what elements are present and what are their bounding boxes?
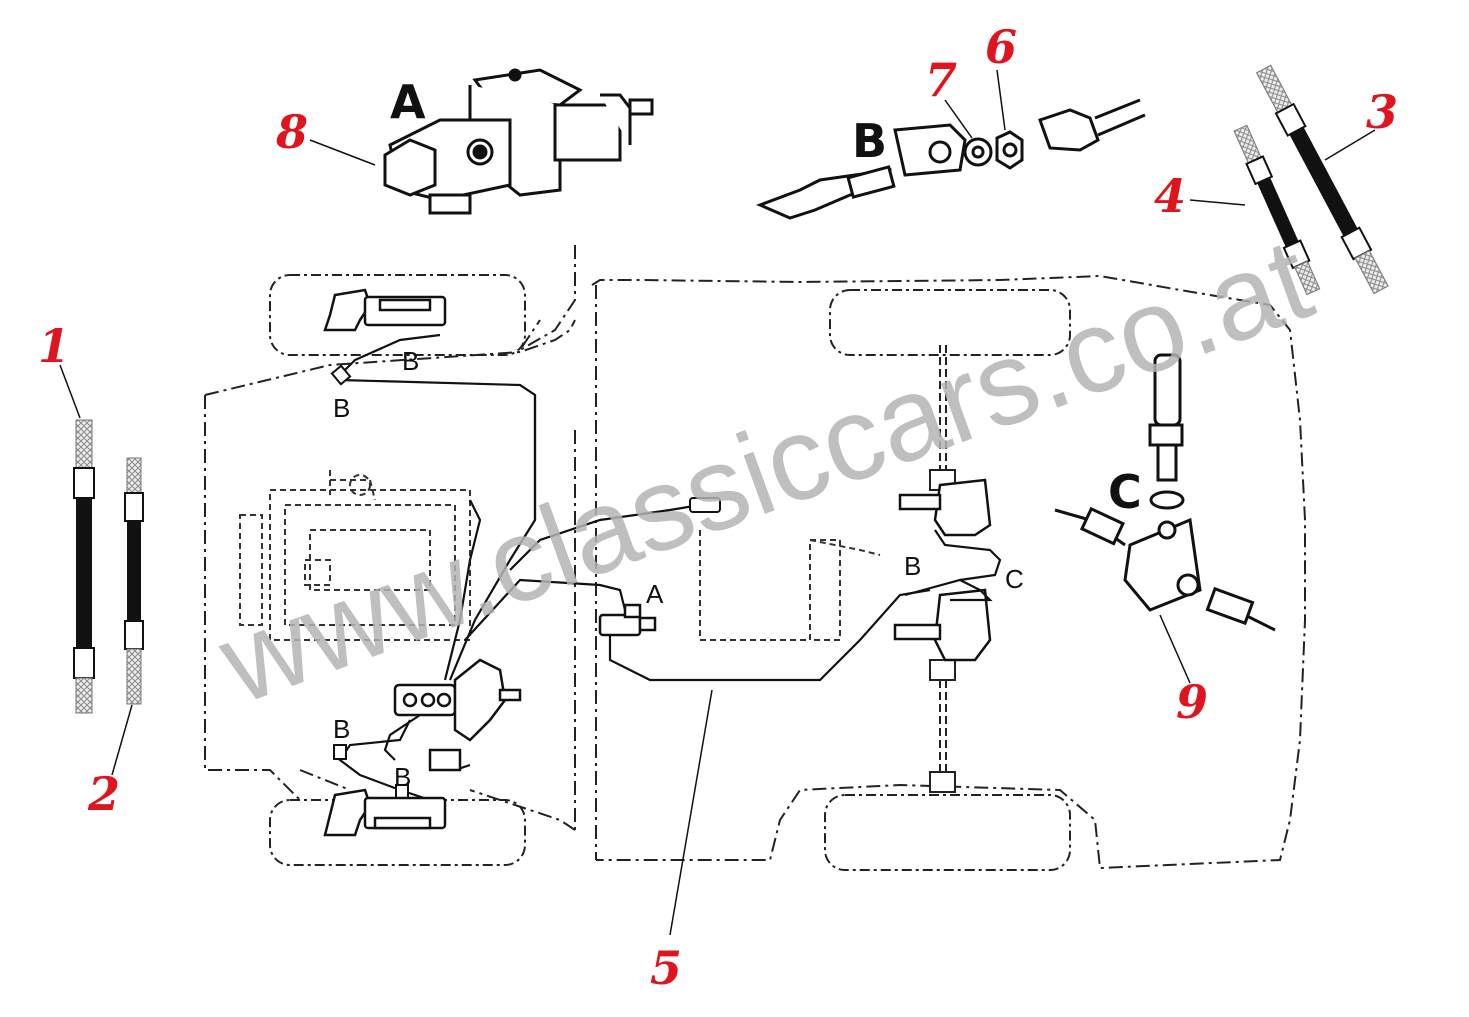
detail-tee-c bbox=[1054, 353, 1276, 632]
callout-5: 5 bbox=[650, 941, 682, 995]
detail-letter-c: C bbox=[1108, 465, 1142, 519]
callout-6: 6 bbox=[985, 20, 1017, 74]
callout-9: 9 bbox=[1176, 675, 1208, 729]
diagram-letters: B B B B B A C bbox=[333, 346, 1024, 792]
caliper-front-bottom bbox=[323, 788, 447, 837]
hose-1 bbox=[73, 419, 95, 714]
callout-7: 7 bbox=[925, 53, 957, 107]
transmission-outline bbox=[699, 530, 881, 641]
callout-2: 2 bbox=[87, 767, 120, 821]
line-connector bbox=[330, 364, 721, 800]
diagram-letter-b-rear: B bbox=[904, 551, 921, 581]
callout-1: 1 bbox=[38, 319, 70, 373]
rear-wheel-bottom bbox=[824, 794, 1071, 871]
callout-8: 8 bbox=[275, 105, 308, 159]
callout-numbers: 1 2 3 4 5 6 7 8 9 bbox=[38, 20, 1398, 995]
diagram-letter-b-top-right: B bbox=[402, 346, 419, 376]
front-wheel-top bbox=[269, 274, 526, 356]
detail-letters: A B C bbox=[390, 75, 1142, 519]
differential-unit bbox=[893, 478, 992, 662]
caliper-front-top bbox=[323, 288, 447, 332]
diagram-letter-c: C bbox=[1005, 564, 1024, 594]
callout-3: 3 bbox=[1366, 85, 1398, 139]
rear-wheel-top bbox=[829, 289, 1071, 356]
detail-union-b bbox=[755, 98, 1146, 220]
leader-lines bbox=[59, 69, 1376, 936]
pressure-regulator-small bbox=[598, 603, 657, 637]
hose-2 bbox=[124, 457, 144, 705]
detail-letter-b: B bbox=[852, 114, 887, 168]
diagram-letter-a: A bbox=[646, 579, 664, 609]
callout-4: 4 bbox=[1154, 169, 1186, 223]
master-cylinder bbox=[393, 658, 522, 772]
diagram-letter-b-bottom: B bbox=[394, 762, 411, 792]
detail-regulator-a bbox=[383, 68, 654, 215]
diagram-letter-b-bottom-left: B bbox=[333, 714, 350, 744]
detail-letter-a: A bbox=[390, 75, 426, 129]
diagram-letter-b-top-left: B bbox=[333, 393, 350, 423]
hose-4 bbox=[1233, 124, 1321, 296]
hose-3 bbox=[1255, 64, 1389, 295]
